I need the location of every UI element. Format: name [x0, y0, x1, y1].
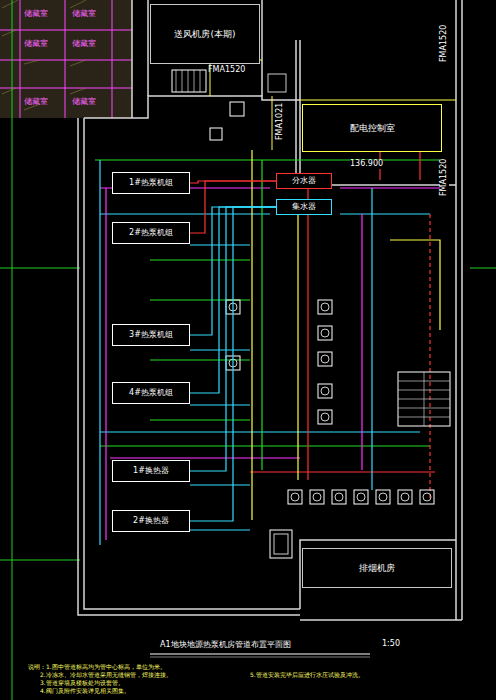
- door-code: FMA1520: [440, 159, 449, 196]
- node-text: 4#热泵机组: [127, 388, 175, 397]
- plan-label: 储藏室: [72, 40, 96, 49]
- unit-box: 1#换热器: [112, 460, 190, 482]
- unit-box: 2#热泵机组: [112, 222, 190, 244]
- pump-symbol: [332, 490, 346, 504]
- pump-symbol: [318, 384, 332, 398]
- plan-label: 储藏室: [24, 40, 48, 49]
- note-text: 2.冷冻水、冷却水管道采用无缝钢管，焊接连接。: [40, 672, 172, 679]
- drawing-title: A1地块地源热泵机房管道布置平面图: [160, 641, 291, 650]
- unit-box: 3#热泵机组: [112, 324, 190, 346]
- plan-label: 储藏室: [72, 98, 96, 107]
- room-box: 配电控制室: [302, 104, 442, 152]
- node-text: 3#热泵机组: [127, 330, 175, 339]
- node-text: 1#换热器: [131, 466, 171, 475]
- unit-box: 4#热泵机组: [112, 382, 190, 404]
- node-text: 2#热泵机组: [127, 228, 175, 237]
- plan-label: 136.900: [350, 160, 383, 169]
- pump-symbol: [354, 490, 368, 504]
- node-text: 2#换热器: [131, 516, 171, 525]
- pump-symbol: [318, 352, 332, 366]
- node-text: 集水器: [290, 202, 318, 211]
- note-text: 5.管道安装完毕后应进行水压试验及冲洗。: [250, 672, 364, 679]
- pump-symbol: [376, 490, 390, 504]
- pipe-connector: [190, 207, 276, 521]
- pump-symbol: [318, 410, 332, 424]
- header-box: 分水器: [276, 173, 332, 189]
- pump-symbol: [288, 490, 302, 504]
- unit-box: 2#换热器: [112, 510, 190, 532]
- node-text: 分水器: [290, 176, 318, 185]
- plan-label: 1:50: [382, 640, 400, 649]
- pump-symbol: [310, 490, 324, 504]
- plan-label: 储藏室: [72, 10, 96, 19]
- plan-label: 储藏室: [24, 98, 48, 107]
- pump-symbol: [398, 490, 412, 504]
- door-code: FMA1520: [440, 25, 449, 62]
- room-box: 送风机房(本期): [150, 4, 260, 64]
- note-text: 4.阀门及附件安装详见相关图集。: [40, 688, 130, 695]
- header-box: 集水器: [276, 199, 332, 215]
- door-code: FMA1021: [276, 103, 285, 140]
- pump-symbol: [420, 490, 434, 504]
- note-text: 3.管道穿墙及楼板处均设套管。: [40, 680, 124, 687]
- node-text: 配电控制室: [348, 123, 397, 133]
- node-text: 排烟机房: [357, 563, 397, 573]
- unit-box: 1#热泵机组: [112, 172, 190, 194]
- pump-symbol: [318, 326, 332, 340]
- plan-label: FMA1520: [208, 66, 245, 75]
- node-text: 1#热泵机组: [127, 178, 175, 187]
- pump-symbol: [318, 300, 332, 314]
- room-box: 排烟机房: [302, 548, 452, 588]
- plan-label: 储藏室: [24, 10, 48, 19]
- note-text: 说明：1.图中管道标高均为管中心标高，单位为米。: [28, 664, 166, 671]
- node-text: 送风机房(本期): [172, 29, 237, 39]
